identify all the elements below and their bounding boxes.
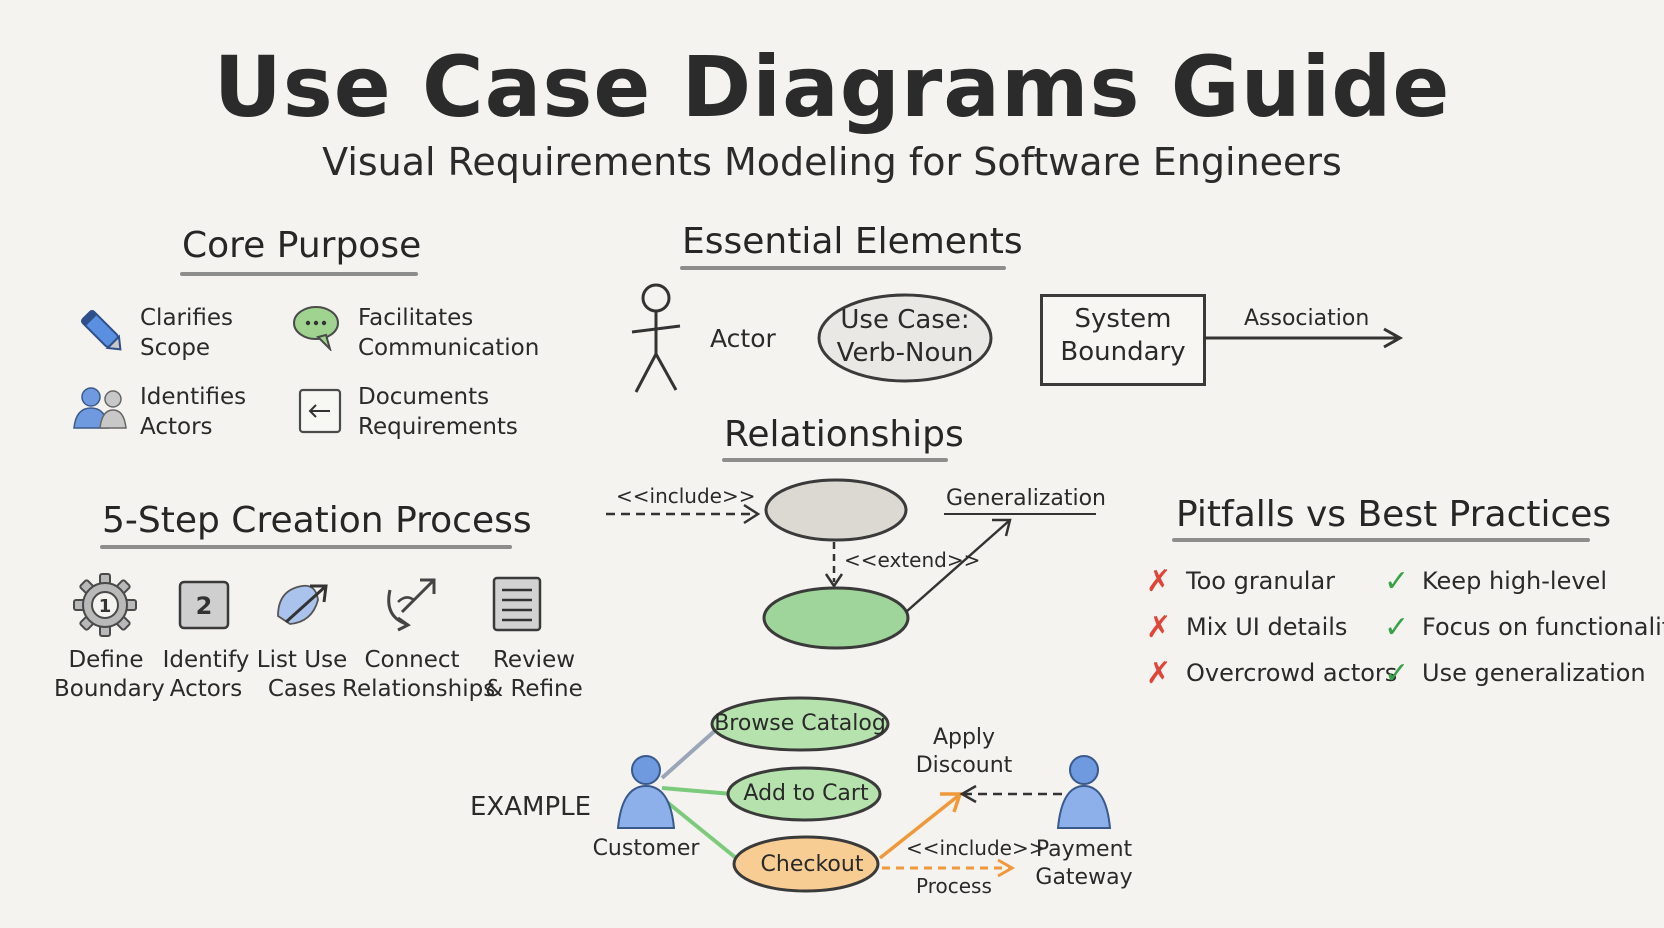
step-review-refine: Review& Refine xyxy=(485,647,583,702)
cross-icon: ✗ xyxy=(1146,563,1172,599)
check-icon: ✓ xyxy=(1384,563,1410,599)
process-underline xyxy=(100,545,512,549)
system-boundary-box xyxy=(1040,294,1206,386)
use-case-checkout: Checkout xyxy=(760,852,864,877)
relationships-heading: Relationships xyxy=(724,414,964,455)
association-label: Association xyxy=(1244,306,1370,331)
use-case-add-to-cart: Add to Cart xyxy=(743,781,869,806)
page-subtitle: Visual Requirements Modeling for Softwar… xyxy=(322,140,1342,184)
customer-label: Customer xyxy=(592,836,700,861)
core-purpose-heading: Core Purpose xyxy=(182,225,422,266)
pitfalls-underline xyxy=(1172,538,1590,542)
process-label: Process xyxy=(916,874,992,898)
association-arrow xyxy=(1204,327,1404,349)
example-include-label: <<include>> xyxy=(906,836,1046,860)
use-case-browse-catalog: Browse Catalog xyxy=(714,711,886,736)
relationships-underline xyxy=(722,458,948,462)
example-label: EXAMPLE xyxy=(470,792,592,822)
essential-elements-heading: Essential Elements xyxy=(682,221,1023,262)
users-icon xyxy=(73,387,127,429)
pitfalls-list: ✗ Too granular ✗ Mix UI details ✗ Overcr… xyxy=(1146,558,1397,696)
cross-icon: ✗ xyxy=(1146,609,1172,645)
arrow-icon xyxy=(277,584,328,625)
gear-badge: 1 xyxy=(99,596,112,617)
pitfalls-heading: Pitfalls vs Best Practices xyxy=(1176,494,1612,535)
document-icon xyxy=(298,388,342,434)
best-practices-list: ✓ Keep high-level ✓ Focus on functionali… xyxy=(1384,558,1664,696)
pencil-icon xyxy=(80,309,122,351)
process-heading: 5-Step Creation Process xyxy=(102,500,532,541)
page-title: Use Case Diagrams Guide xyxy=(213,38,1451,136)
extend-label: <<extend>> xyxy=(844,548,981,572)
generalization-label: Generalization xyxy=(946,486,1106,511)
check-icon: ✓ xyxy=(1384,609,1410,645)
number-box-icon: 2 xyxy=(178,580,230,630)
best-practice-row: ✓ Use generalization xyxy=(1384,655,1646,691)
relationships-diagram xyxy=(606,478,1096,650)
chat-bubble-icon xyxy=(293,306,339,351)
best-practice-row: ✓ Focus on functionality xyxy=(1384,609,1664,645)
pitfall-row: ✗ Mix UI details xyxy=(1146,609,1348,645)
core-purpose-underline xyxy=(180,272,418,276)
cross-icon: ✗ xyxy=(1146,655,1172,691)
example-diagram xyxy=(616,696,1112,893)
gear-icon: 1 xyxy=(73,573,137,637)
number-box-badge: 2 xyxy=(196,592,213,620)
best-practice-row: ✓ Keep high-level xyxy=(1384,563,1607,599)
check-icon: ✓ xyxy=(1384,655,1410,691)
use-case-ellipse xyxy=(817,293,993,383)
pitfall-row: ✗ Too granular xyxy=(1146,563,1336,599)
actor-label: Actor xyxy=(710,324,776,353)
actor-stick-figure-icon xyxy=(631,283,681,393)
use-case-label: Use Case:Verb-Noun xyxy=(836,305,974,368)
essential-elements-underline xyxy=(680,266,1006,270)
list-document-icon xyxy=(492,576,542,632)
include-label: <<include>> xyxy=(616,484,756,508)
connect-arrows-icon xyxy=(387,578,436,632)
pitfall-row: ✗ Overcrowd actors xyxy=(1146,655,1398,691)
